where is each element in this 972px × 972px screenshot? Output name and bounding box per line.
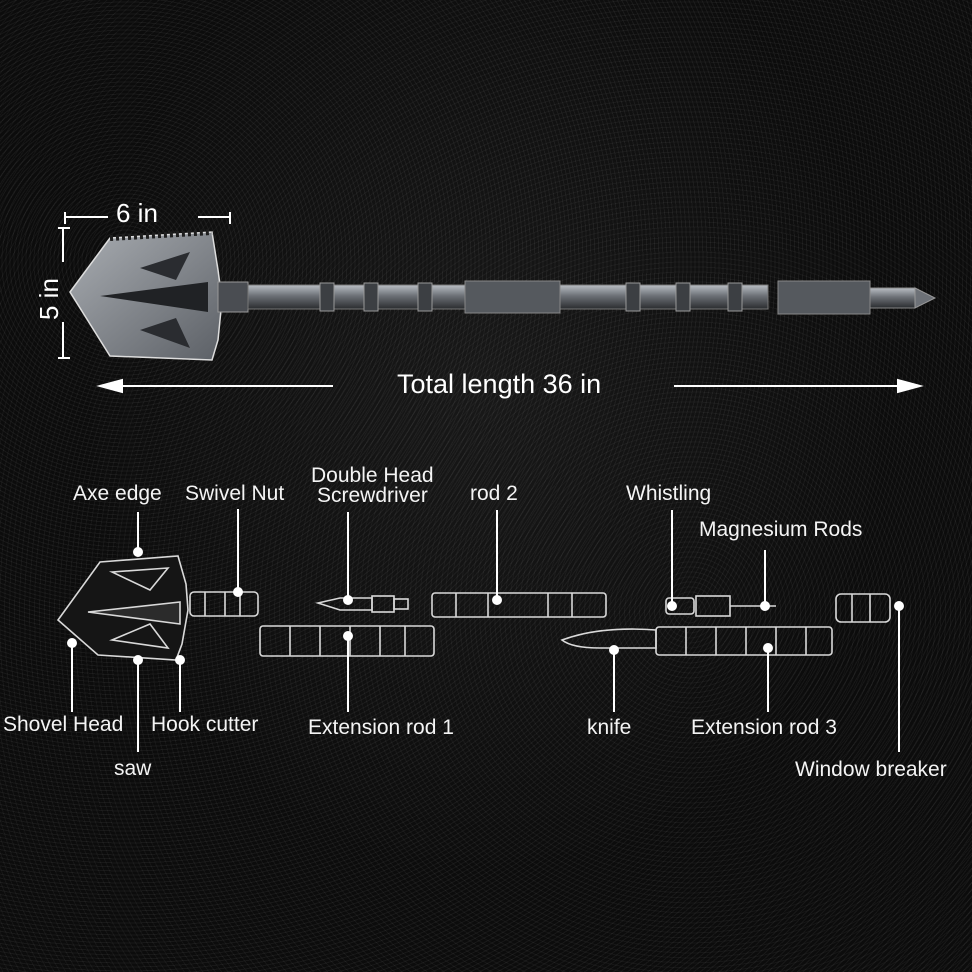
whistling-label: Whistling — [626, 482, 712, 505]
assembled-shovel — [69, 229, 937, 361]
dimension-lines — [58, 212, 924, 394]
knife-label: knife — [587, 716, 632, 739]
screwdriver-label: Screwdriver — [317, 484, 428, 507]
magnesium-rods-label: Magnesium Rods — [699, 518, 863, 541]
total-length-label: Total length 36 in — [397, 369, 602, 399]
rod-2-label: rod 2 — [470, 482, 518, 505]
double-head-label: Double Head — [311, 464, 434, 487]
window-breaker-label: Window breaker — [795, 758, 947, 781]
shovel-head-label: Shovel Head — [3, 713, 124, 736]
width-label: 6 in — [116, 198, 158, 228]
swivel-nut-label: Swivel Nut — [185, 482, 285, 505]
extension-rod-3-label: Extension rod 3 — [691, 716, 837, 739]
saw-label: saw — [114, 757, 152, 780]
exploded-parts — [56, 555, 891, 661]
extension-rod-1-label: Extension rod 1 — [308, 716, 454, 739]
hook-cutter-label: Hook cutter — [151, 713, 259, 736]
leader-lines — [67, 509, 904, 752]
height-label: 5 in — [34, 278, 64, 320]
axe-edge-label: Axe edge — [73, 482, 162, 505]
